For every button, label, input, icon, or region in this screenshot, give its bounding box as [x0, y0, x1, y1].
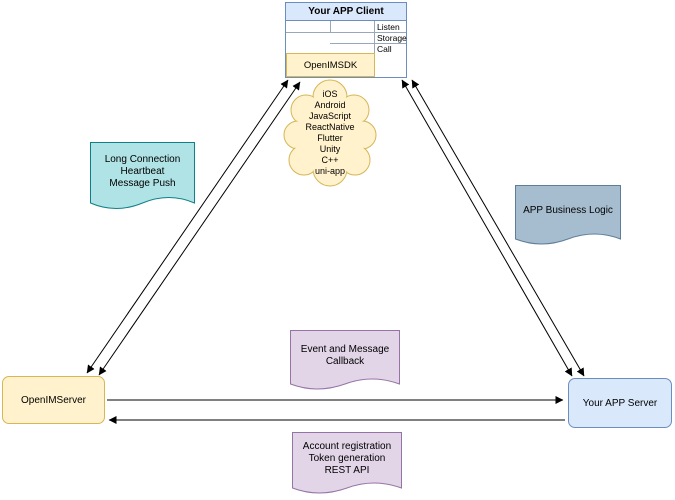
your-app-client-title: Your APP Client	[286, 3, 406, 21]
document-shape	[292, 432, 402, 494]
your-app-server-node: Your APP Server	[568, 378, 672, 428]
client-interface-listen: Listen	[377, 22, 400, 32]
your-app-client-box: Your APP Client Listen Storage Call Open…	[285, 2, 407, 78]
client-divider-v2	[374, 21, 375, 54]
openimsdk-box: OpenIMSDK	[286, 53, 375, 77]
client-interface-call: Call	[377, 44, 392, 54]
callout-long-connection-text: Long Connection Heartbeat Message Push	[104, 154, 181, 189]
connector-client-appserver-2	[411, 79, 585, 377]
openim-server-label: OpenIMServer	[20, 394, 87, 406]
platforms-cloud: iOS Android JavaScript ReactNative Flutt…	[282, 78, 378, 188]
client-divider-h2	[330, 43, 406, 44]
openimsdk-label: OpenIMSDK	[303, 59, 358, 71]
callout-business-logic-text: APP Business Logic	[523, 205, 613, 216]
connector-sdk-openimserver-2	[98, 81, 301, 376]
cloud-shape	[283, 79, 377, 187]
document-shape	[290, 330, 400, 390]
callout-long-connection: Long Connection Heartbeat Message Push	[90, 142, 195, 214]
platforms-list: iOS Android JavaScript ReactNative Flutt…	[305, 89, 355, 176]
connector-sdk-openimserver-1	[86, 79, 289, 374]
client-divider-h1	[286, 32, 406, 33]
client-divider-v1	[330, 21, 331, 32]
callout-rest-api-text: Account registration Token generation RE…	[302, 441, 392, 476]
callout-business-logic: APP Business Logic	[515, 185, 621, 249]
callout-rest-api: Account registration Token generation RE…	[292, 432, 402, 498]
client-interface-storage: Storage	[377, 33, 407, 43]
your-app-server-label: Your APP Server	[582, 397, 658, 409]
callout-event-callback: Event and Message Callback	[290, 330, 400, 394]
openim-server-node: OpenIMServer	[2, 376, 105, 424]
callout-event-callback-text: Event and Message Callback	[300, 344, 390, 367]
